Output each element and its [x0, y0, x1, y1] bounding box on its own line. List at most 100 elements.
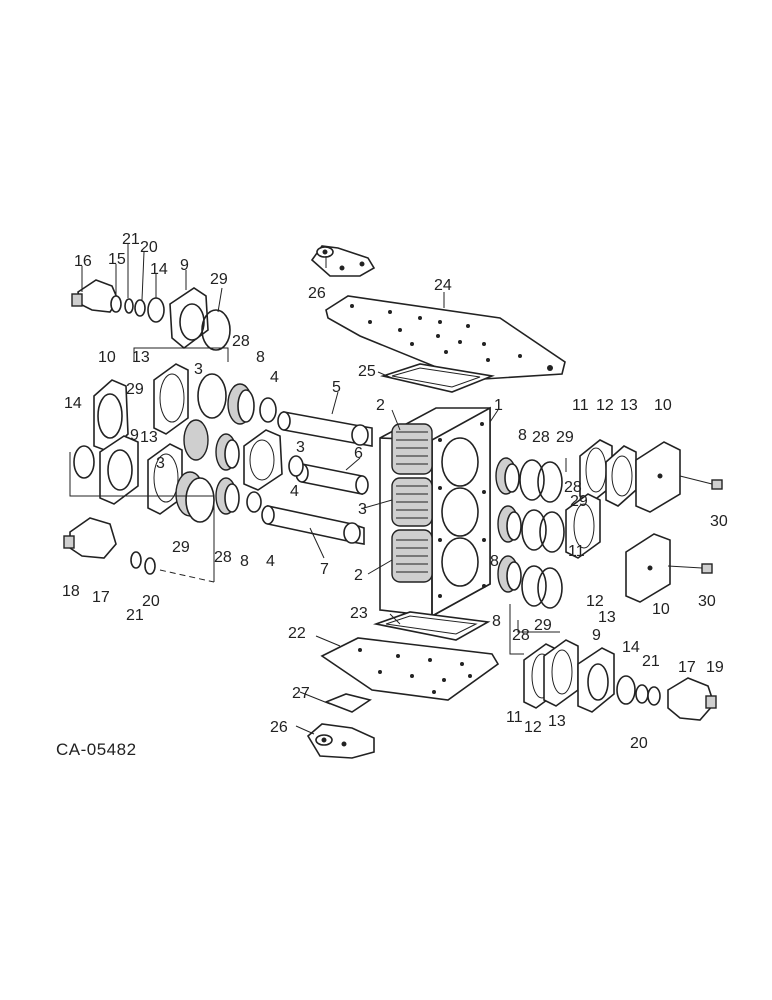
callout-c9b: 9 [130, 427, 139, 444]
left-upper-retainer-9 [169, 287, 209, 350]
top-gasket [380, 363, 495, 393]
callout-c15: 15 [108, 251, 126, 268]
callout-c12b: 12 [586, 593, 604, 610]
callout-c8e: 8 [492, 613, 501, 630]
callout-c21c: 21 [642, 653, 660, 670]
callout-c14b: 14 [64, 395, 82, 412]
callout-c8b: 8 [518, 427, 527, 444]
left-lower-seal-14 [73, 445, 95, 479]
right-mid-bearing-8 [497, 505, 522, 543]
top-cover-plate [325, 295, 566, 381]
left-mid-cap-10 [93, 379, 129, 453]
callout-c29a: 29 [210, 271, 228, 288]
bottom-mounting-bracket [306, 723, 375, 759]
right-upper-oring-29 [537, 461, 563, 503]
callout-c1: 1 [494, 397, 503, 414]
upper-shaft [277, 411, 373, 447]
left-center-bearing [215, 433, 240, 471]
callout-c22: 22 [288, 625, 306, 642]
callout-c11c: 11 [506, 709, 523, 726]
right-mid-oring-29 [539, 511, 565, 553]
callout-c16: 16 [74, 253, 92, 270]
callout-c21b: 21 [126, 607, 144, 624]
right-mid-cap-10 [625, 533, 671, 603]
right-lower-washer-20 [647, 686, 661, 706]
callout-c2b: 2 [354, 567, 363, 584]
callout-c7: 7 [320, 561, 329, 578]
callout-c28a: 28 [232, 333, 250, 350]
left-mid-spacer-4 [259, 397, 277, 423]
lower-shaft [261, 505, 365, 545]
bottom-gasket [372, 611, 491, 641]
left-center-retainer-3 [243, 429, 283, 491]
callout-c26b: 26 [270, 719, 288, 736]
right-lower-oring-29 [537, 567, 563, 609]
left-mid-cup-28 [197, 373, 227, 419]
left-center-spacer-4 [288, 455, 304, 477]
callout-c13e: 13 [548, 713, 566, 730]
left-lower-ring-21 [130, 551, 142, 569]
grouping-lines [69, 347, 567, 655]
callout-c28c: 28 [564, 479, 582, 496]
callout-c28b: 28 [532, 429, 550, 446]
callout-c21a: 21 [122, 231, 140, 248]
callout-c8a: 8 [256, 349, 265, 366]
left-lower-spacer-4 [246, 491, 262, 513]
callout-c4a: 4 [270, 369, 279, 386]
callout-c20a: 20 [140, 239, 158, 256]
callout-c12c: 12 [524, 719, 542, 736]
left-mid-bearing-8 [227, 383, 255, 425]
right-lower-ring-21 [635, 684, 649, 704]
left-lower-bearing-8 [215, 477, 240, 515]
right-mid-plug-30 [701, 563, 713, 574]
callout-c29f: 29 [534, 617, 552, 634]
callout-c26a: 26 [308, 285, 326, 302]
callout-c29c: 29 [556, 429, 574, 446]
callout-c18: 18 [62, 583, 80, 600]
right-lower-retainer-9 [577, 647, 615, 713]
left-lower-cup-28 [185, 477, 215, 523]
callout-c13d: 13 [598, 609, 616, 626]
right-upper-cap-10 [635, 441, 681, 513]
callout-c8d: 8 [490, 553, 499, 570]
callout-c11a: 11 [572, 397, 589, 414]
right-lower-bearing-8 [497, 555, 522, 593]
left-lower-retainer-9 [99, 435, 139, 505]
callout-c29b: 29 [126, 381, 144, 398]
right-lower-seal-14 [616, 675, 636, 705]
callout-c17b: 17 [678, 659, 696, 676]
callout-c2a: 2 [376, 397, 385, 414]
left-lower-washer-20 [144, 557, 156, 575]
right-upper-leader [679, 475, 713, 485]
callout-c5: 5 [332, 379, 341, 396]
callout-c28d: 28 [214, 549, 232, 566]
right-upper-plug-30 [711, 479, 723, 490]
left-mid-shim-13 [153, 363, 189, 435]
left-upper-ring-21 [124, 298, 134, 314]
callout-c6: 6 [354, 445, 363, 462]
callout-c3d: 3 [358, 501, 367, 518]
callout-c4b: 4 [290, 483, 299, 500]
top-mounting-bracket [310, 245, 376, 277]
callout-c3a: 3 [194, 361, 203, 378]
callout-c10b: 10 [654, 397, 672, 414]
callout-c9c: 9 [592, 627, 601, 644]
callout-labels: 21 20 16 15 14 9 29 26 24 13 3 28 10 8 4… [62, 231, 728, 752]
callout-c28e: 28 [512, 627, 530, 644]
callout-c9a: 9 [180, 257, 189, 274]
callout-c13a: 13 [132, 349, 150, 366]
left-oring-29 [183, 419, 209, 461]
figure-id: CA-05482 [56, 740, 137, 759]
callout-c29d: 29 [570, 493, 588, 510]
callout-c11b: 11 [568, 543, 585, 560]
middle-shaft [295, 463, 369, 495]
left-upper-seal-14 [147, 297, 165, 323]
right-mid-shim [565, 493, 601, 559]
right-upper-bearing-8 [495, 457, 520, 495]
left-lower-yoke-17 [63, 517, 117, 559]
left-upper-seal-15 [110, 295, 122, 313]
callout-c12a: 12 [596, 397, 614, 414]
callout-c24: 24 [434, 277, 452, 294]
right-mid-leader [667, 565, 703, 569]
